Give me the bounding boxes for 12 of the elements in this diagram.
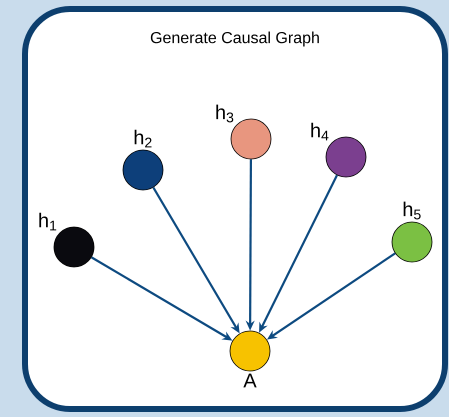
node-label: h$_{3}$ xyxy=(216,104,234,122)
circle-node: A xyxy=(230,330,270,388)
node-label: h$_{4}$ xyxy=(311,122,328,140)
node-label: h$_{1}$ xyxy=(39,212,56,230)
circle-node: h$_{2}$ xyxy=(122,130,164,190)
circle-node: h$_{1}$ xyxy=(39,212,94,268)
circle-node: h$_{5}$ xyxy=(392,202,432,262)
node-label: h$_{5}$ xyxy=(404,202,421,220)
node-label: A xyxy=(243,374,257,388)
circle-node: h$_{3}$ xyxy=(216,104,272,160)
circle-node: h$_{4}$ xyxy=(311,122,366,178)
node-label: h$_{2}$ xyxy=(134,130,152,148)
